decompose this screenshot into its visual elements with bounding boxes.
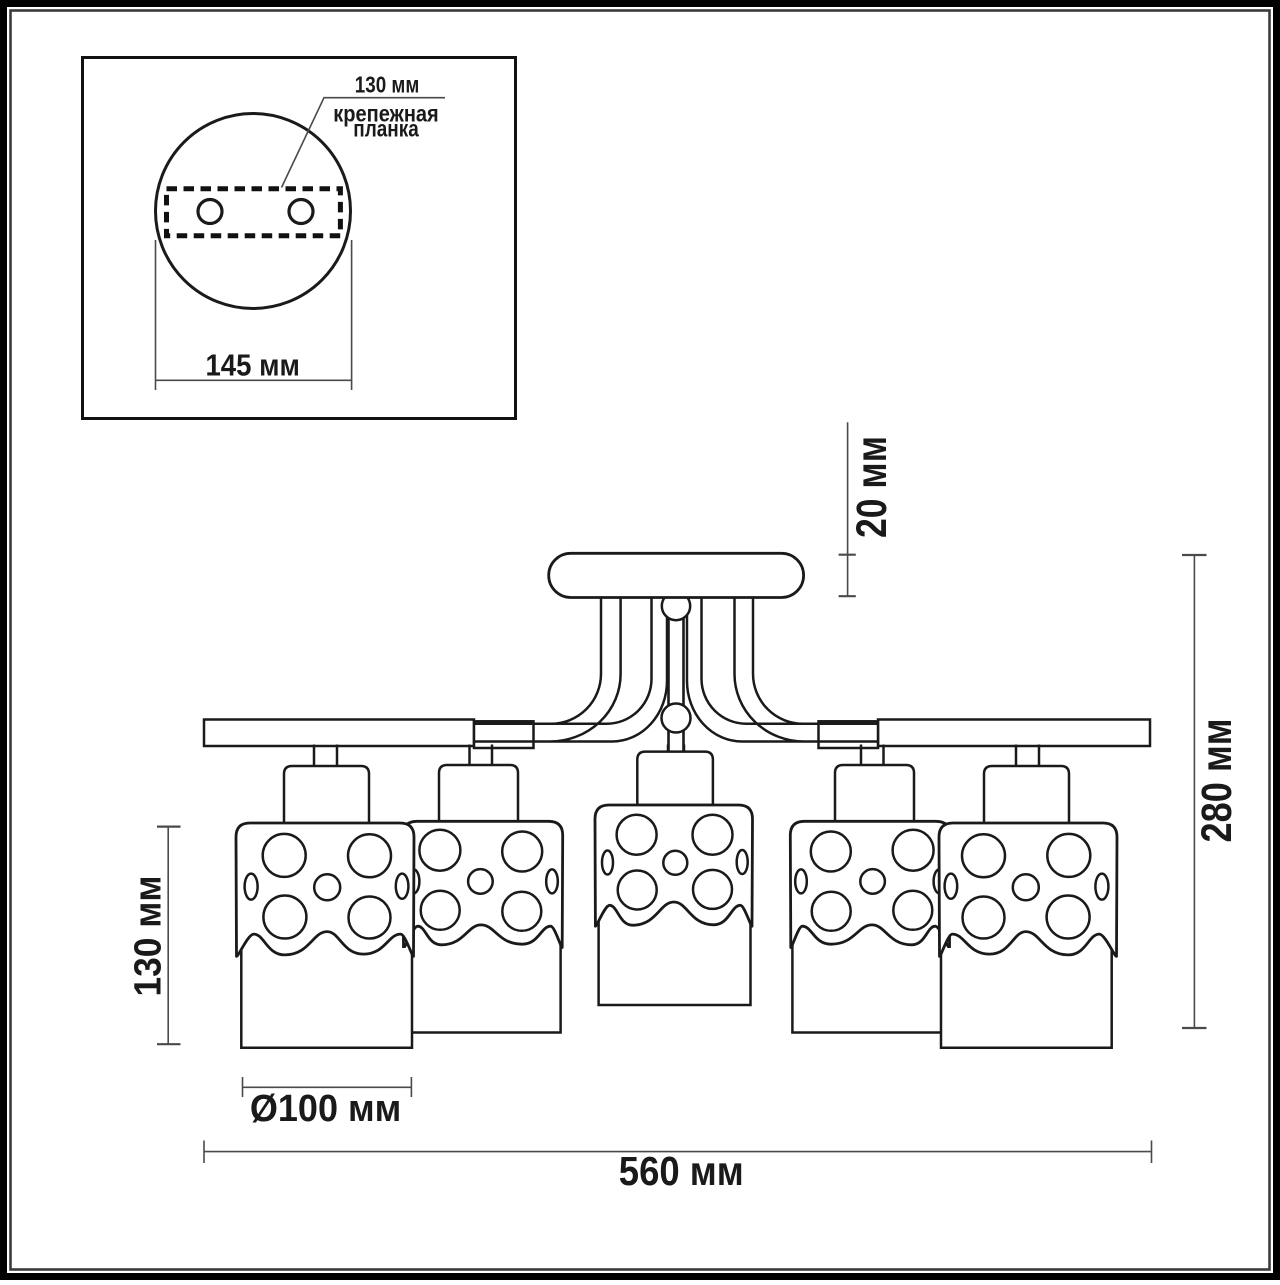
svg-text:крепежная: крепежная xyxy=(333,101,439,127)
svg-text:20 мм: 20 мм xyxy=(848,436,896,538)
svg-text:130 мм: 130 мм xyxy=(128,876,170,997)
svg-text:560 мм: 560 мм xyxy=(619,1148,744,1194)
svg-text:280 мм: 280 мм xyxy=(1193,719,1241,843)
svg-text:130 мм: 130 мм xyxy=(355,72,420,98)
svg-text:145 мм: 145 мм xyxy=(205,348,300,383)
svg-text:Ø100 мм: Ø100 мм xyxy=(250,1088,402,1130)
svg-text:планка: планка xyxy=(353,116,419,142)
